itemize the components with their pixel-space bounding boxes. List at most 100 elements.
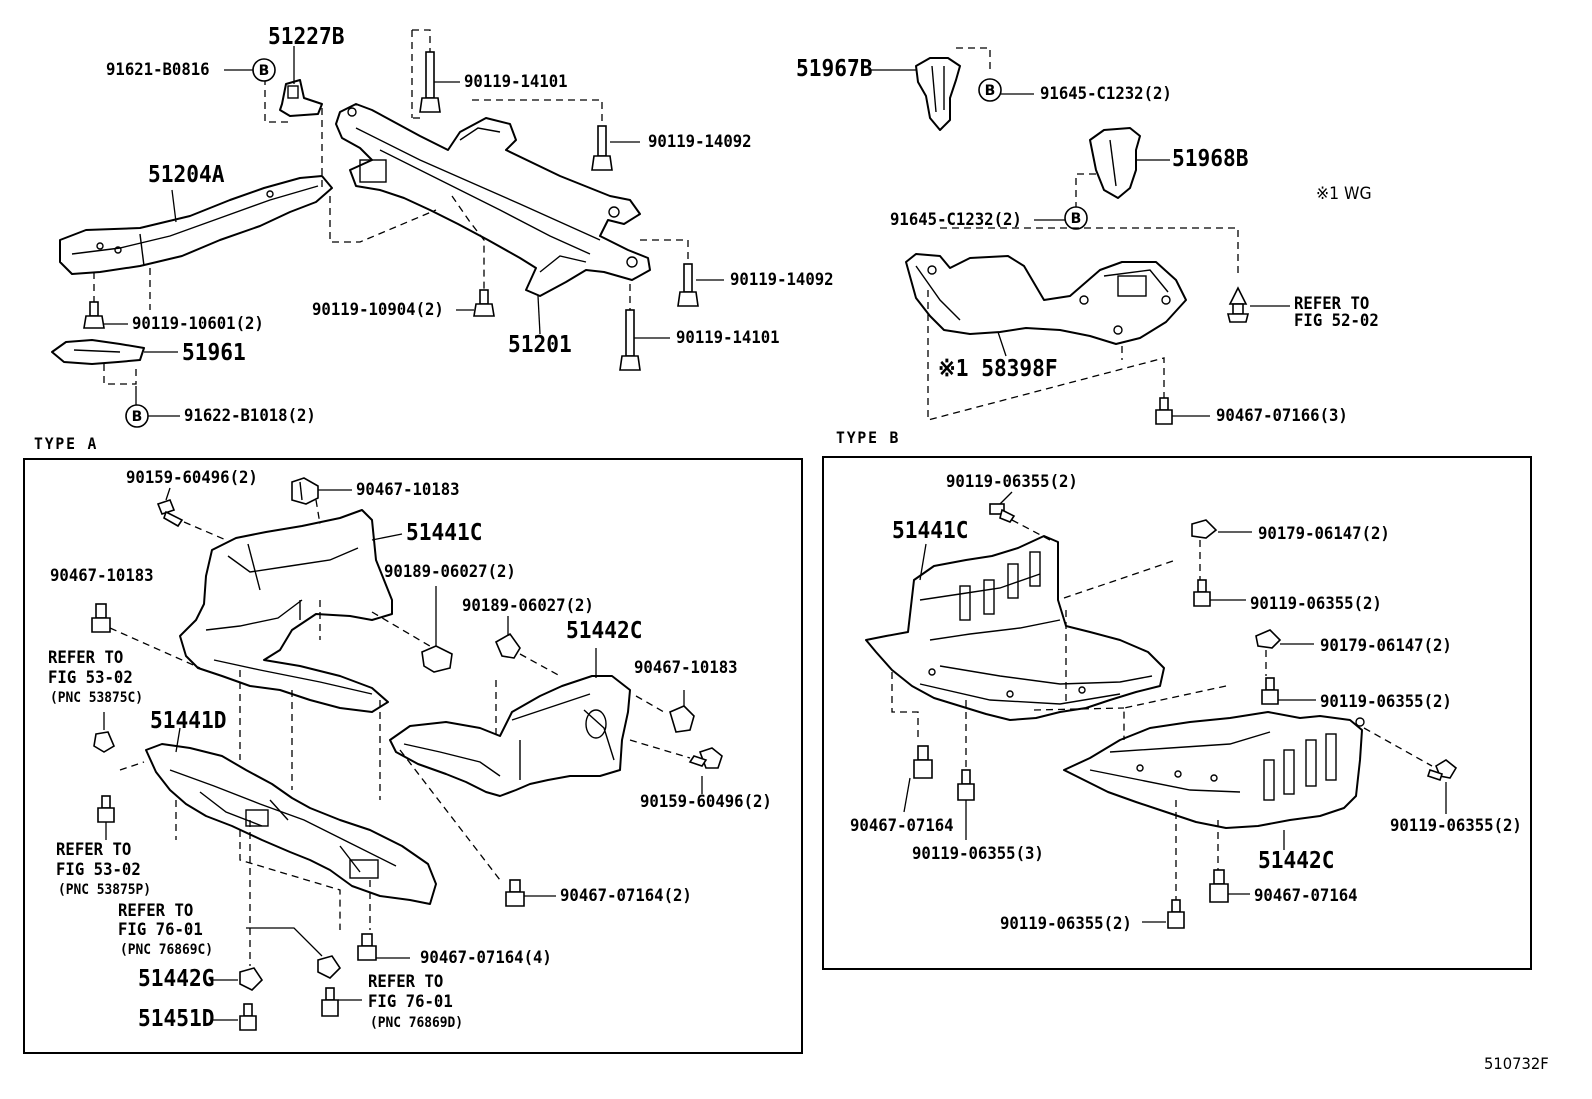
label-fig-52-02: FIG 52-02 [1294,311,1379,331]
label-90467-07164-4: 90467-07164(4) [420,948,552,968]
plate-51961 [51,339,145,365]
label-58398F: ※1 58398F [938,356,1058,382]
label-90119-14092-a: 90119-14092 [648,132,752,152]
nut-51442G [239,967,264,991]
undercover-51441C-b [865,535,1165,721]
grommet-90467-10183-c [669,705,695,733]
member-51204A [59,175,333,275]
bolt-90119-14101-bot [619,309,641,371]
bolt-refer-53875P [97,795,115,823]
label-90119-06355-c: 90119-06355(2) [1320,692,1452,712]
bolt-90467-07164-b [1209,869,1229,903]
bolt-refer-76869D [321,987,339,1017]
label-51968B: 51968B [1172,146,1249,172]
label-90467-10183-b: 90467-10183 [50,566,154,586]
label-fig-76-01-a: FIG 76-01 [118,920,203,940]
bolt-90159-60496-a [156,499,184,528]
label-refer-to-53875P: REFER TO [56,840,132,860]
label-51961: 51961 [182,340,246,366]
frame-id: 510732F [1484,1054,1549,1073]
bolt-90119-06355-c [1261,677,1279,705]
bracket-51968B [1089,127,1141,199]
bracket-51967B [915,57,961,131]
label-51441C-a: 51441C [406,520,483,546]
crossmember-51201 [335,103,651,297]
label-refer-to-52: REFER TO [1294,294,1370,314]
undercover-51441D [145,743,437,905]
label-pnc-53875C: (PNC 53875C) [50,690,144,706]
type-b-box [822,456,1532,970]
label-51442C-a: 51442C [566,618,643,644]
bolt-90119-14101-top [411,29,441,118]
label-90467-10183-a: 90467-10183 [356,480,460,500]
cover-58398F [905,253,1187,345]
bolt-90119-06355-a [989,503,1016,523]
label-refer-to-76869C: REFER TO [118,901,194,921]
undercover-51441C-a [179,509,393,713]
svg-text:B: B [132,409,143,425]
bolt-90119-06355-e [1167,899,1185,929]
bracket-51227B [279,79,323,117]
label-90119-06355-3: 90119-06355(3) [912,844,1044,864]
label-fig-53-02-a: FIG 53-02 [48,668,133,688]
nut-refer-76869C [317,955,342,979]
label-90179-06147-b: 90179-06147(2) [1320,636,1452,656]
label-51441C-b: 51441C [892,518,969,544]
label-pnc-76869C: (PNC 76869C) [120,942,214,958]
clip-90189-06027-b [494,632,521,659]
label-90119-10904: 90119-10904(2) [312,300,444,320]
bolt-90467-07164-a [913,745,933,779]
b-symbol-91645-b: B [1064,206,1088,230]
label-90119-06355-a: 90119-06355(2) [946,472,1078,492]
label-90119-06355-b: 90119-06355(2) [1250,594,1382,614]
label-type-b: TYPE B [836,428,901,447]
label-90467-07164-b: 90467-07164 [1254,886,1358,906]
label-51442C-b: 51442C [1258,848,1335,874]
bolt-90119-14092-b [677,263,699,307]
label-91645-C1232-a: 91645-C1232(2) [1040,84,1172,104]
bolt-90467-10183-b [91,603,111,633]
label-90119-06355-e: 90119-06355(2) [1000,914,1132,934]
bolt-90119-10601 [83,301,105,329]
svg-text:B: B [1071,211,1082,227]
label-fig-53-02-b: FIG 53-02 [56,860,141,880]
label-90189-06027-b: 90189-06027(2) [462,596,594,616]
nut-90179-06147-b [1255,629,1282,649]
svg-text:B: B [259,63,270,79]
label-90119-14092-b: 90119-14092 [730,270,834,290]
nut-90179-06147-a [1191,519,1218,539]
label-91622-B1018: 91622-B1018(2) [184,406,316,426]
undercover-51442C-a [389,675,631,797]
nut-refer-53875C [93,731,116,753]
clip-90189-06027-a [421,645,453,673]
bolt-90159-60496-b [688,747,723,769]
label-51967B: 51967B [796,56,873,82]
b-symbol-91622: B [125,404,149,428]
label-90119-10601: 90119-10601(2) [132,314,264,334]
label-90179-06147-a: 90179-06147(2) [1258,524,1390,544]
label-90467-07164-a: 90467-07164 [850,816,954,836]
label-90159-60496-b: 90159-60496(2) [640,792,772,812]
label-51204A: 51204A [148,162,225,188]
label-91645-C1232-b: 91645-C1232(2) [890,210,1022,230]
type-a-box [23,458,803,1054]
label-51451D: 51451D [138,1006,215,1032]
label-refer-to-76869D: REFER TO [368,972,444,992]
bolt-90467-07164-4 [357,933,377,961]
label-90467-07164-2: 90467-07164(2) [560,886,692,906]
label-91621-B0816: 91621-B0816 [106,60,210,80]
label-pnc-53875P: (PNC 53875P) [58,882,152,898]
label-90467-10183-c: 90467-10183 [634,658,738,678]
bolt-51451D [239,1003,257,1031]
label-fig-76-01-b: FIG 76-01 [368,992,453,1012]
bolt-90119-06355-b [1193,579,1211,607]
b-symbol-91645-a: B [978,78,1002,102]
bolt-90119-06355-3 [957,769,975,801]
label-90467-07166: 90467-07166(3) [1216,406,1348,426]
label-90119-06355-d: 90119-06355(2) [1390,816,1522,836]
bolt-90119-10904 [473,289,495,317]
label-90189-06027-a: 90189-06027(2) [384,562,516,582]
label-51201: 51201 [508,332,572,358]
